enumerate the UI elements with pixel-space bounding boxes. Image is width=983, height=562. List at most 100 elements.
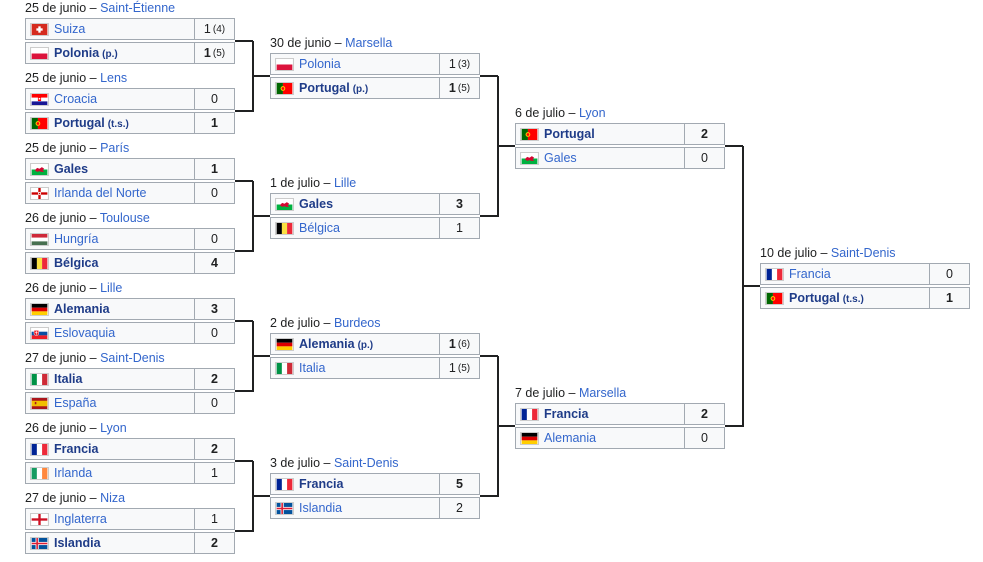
match-venue-link[interactable]: Lille	[100, 281, 123, 295]
team-cell: Islandia	[25, 532, 195, 554]
score-cell: 0	[195, 182, 235, 204]
hun-flag-icon	[30, 232, 49, 246]
score-value: 0	[211, 326, 218, 340]
team-name-link[interactable]: Gales	[299, 197, 334, 211]
team-name-link[interactable]: Francia	[54, 442, 99, 456]
bracket-connector	[253, 495, 270, 497]
score-value: 4	[211, 256, 218, 270]
team-name-link[interactable]: Italia	[54, 372, 83, 386]
score-value: 1	[448, 57, 456, 71]
team-name-link[interactable]: Gales	[54, 162, 89, 176]
match-venue-link[interactable]: Lens	[100, 71, 128, 85]
team-name-link[interactable]: Francia	[299, 477, 344, 491]
por-flag-icon	[765, 291, 784, 305]
team-name-link[interactable]: Alemania	[544, 431, 597, 445]
team-name-link[interactable]: Portugal	[544, 127, 595, 141]
score-value: 1	[211, 466, 218, 480]
score-cell: 1(6)	[440, 333, 480, 355]
match-date: 25 de junio –	[25, 141, 101, 155]
score-value: 1	[203, 22, 211, 36]
team-name-link[interactable]: Gales	[544, 151, 577, 165]
team-row: Italia 2	[25, 368, 235, 390]
team-name-link[interactable]: Eslovaquia	[54, 326, 116, 340]
match-venue-link[interactable]: Marsella	[578, 386, 627, 400]
team-name-link[interactable]: Hungría	[54, 232, 99, 246]
bracket-connector	[480, 215, 498, 217]
match-header: 27 de junio – Niza	[25, 491, 125, 506]
team-name-link[interactable]: Polonia(p.)	[54, 46, 118, 60]
team-name-link[interactable]: Portugal(t.s.)	[789, 291, 864, 305]
match-venue-link[interactable]: Lyon	[578, 106, 606, 120]
match-venue-link[interactable]: Lille	[333, 176, 357, 190]
team-name-link[interactable]: Alemania(p.)	[299, 337, 374, 351]
score-value: 1	[456, 221, 463, 235]
bracket-connector	[235, 40, 253, 42]
penalty-score: (5)	[457, 362, 471, 374]
team-name-link[interactable]: Suiza	[54, 22, 86, 36]
team-name-link[interactable]: Irlanda	[54, 466, 93, 480]
fra-flag-icon	[30, 442, 49, 456]
team-cell: Croacia	[25, 88, 195, 110]
match-header: 10 de julio – Saint-Denis	[760, 246, 896, 261]
match-date: 25 de junio –	[25, 71, 101, 85]
ita-flag-icon	[30, 372, 49, 386]
por-flag-icon	[30, 116, 49, 130]
team-name-link[interactable]: España	[54, 396, 97, 410]
por-flag-icon	[520, 127, 539, 141]
team-name-link[interactable]: Inglaterra	[54, 512, 107, 526]
isl-flag-icon	[30, 536, 49, 550]
match-date: 27 de junio –	[25, 491, 101, 505]
team-cell: Italia	[25, 368, 195, 390]
bracket-connector	[235, 250, 253, 252]
team-name-link[interactable]: Croacia	[54, 92, 98, 106]
team-name-link[interactable]: Portugal(p.)	[299, 81, 369, 95]
team-name-link[interactable]: Alemania	[54, 302, 110, 316]
team-row: Croacia 0	[25, 88, 235, 110]
pol-flag-icon	[30, 46, 49, 60]
team-name-link[interactable]: Irlanda del Norte	[54, 186, 147, 200]
match-header: 26 de junio – Toulouse	[25, 211, 150, 226]
match-venue-link[interactable]: Lyon	[100, 421, 127, 435]
esp-flag-icon	[30, 396, 49, 410]
team-name-link[interactable]: Portugal(t.s.)	[54, 116, 129, 130]
team-cell: Francia	[760, 263, 930, 285]
team-name-link[interactable]: Francia	[789, 267, 831, 281]
team-name-link[interactable]: Islandia	[54, 536, 101, 550]
match-venue-link[interactable]: Saint-Denis	[830, 246, 896, 260]
wal-flag-icon	[30, 162, 49, 176]
team-cell: Francia	[515, 403, 685, 425]
match-venue-link[interactable]: Saint-Denis	[333, 456, 399, 470]
team-name-link[interactable]: Francia	[544, 407, 589, 421]
match-venue-link[interactable]: Marsella	[345, 36, 393, 50]
match-venue-link[interactable]: Saint-Étienne	[100, 1, 176, 15]
team-cell: Alemania	[25, 298, 195, 320]
penalty-score: (5)	[457, 82, 471, 94]
score-value: 2	[211, 372, 218, 386]
score-cell: 0	[195, 228, 235, 250]
result-note: (p.)	[102, 49, 118, 60]
wal-flag-icon	[520, 151, 539, 165]
score-value: 0	[211, 92, 218, 106]
bracket-connector	[725, 145, 743, 147]
score-value: 2	[456, 501, 463, 515]
team-name-link[interactable]: Italia	[299, 361, 326, 375]
match-venue-link[interactable]: Saint-Denis	[100, 351, 165, 365]
team-name-link[interactable]: Bélgica	[54, 256, 99, 270]
bracket-connector	[480, 355, 498, 357]
team-name-link[interactable]: Polonia	[299, 57, 341, 71]
score-cell: 0	[930, 263, 970, 285]
match-venue-link[interactable]: Burdeos	[333, 316, 381, 330]
team-name-link[interactable]: Islandia	[299, 501, 343, 515]
match-venue-link[interactable]: Toulouse	[99, 211, 150, 225]
team-name-link[interactable]: Bélgica	[299, 221, 340, 235]
match-venue-link[interactable]: París	[100, 141, 130, 155]
match-date: 25 de junio –	[25, 1, 101, 15]
score-value: 1	[448, 337, 456, 351]
match-header: 3 de julio – Saint-Denis	[270, 456, 399, 471]
score-value: 2	[701, 407, 708, 421]
match-venue-link[interactable]: Niza	[100, 491, 126, 505]
